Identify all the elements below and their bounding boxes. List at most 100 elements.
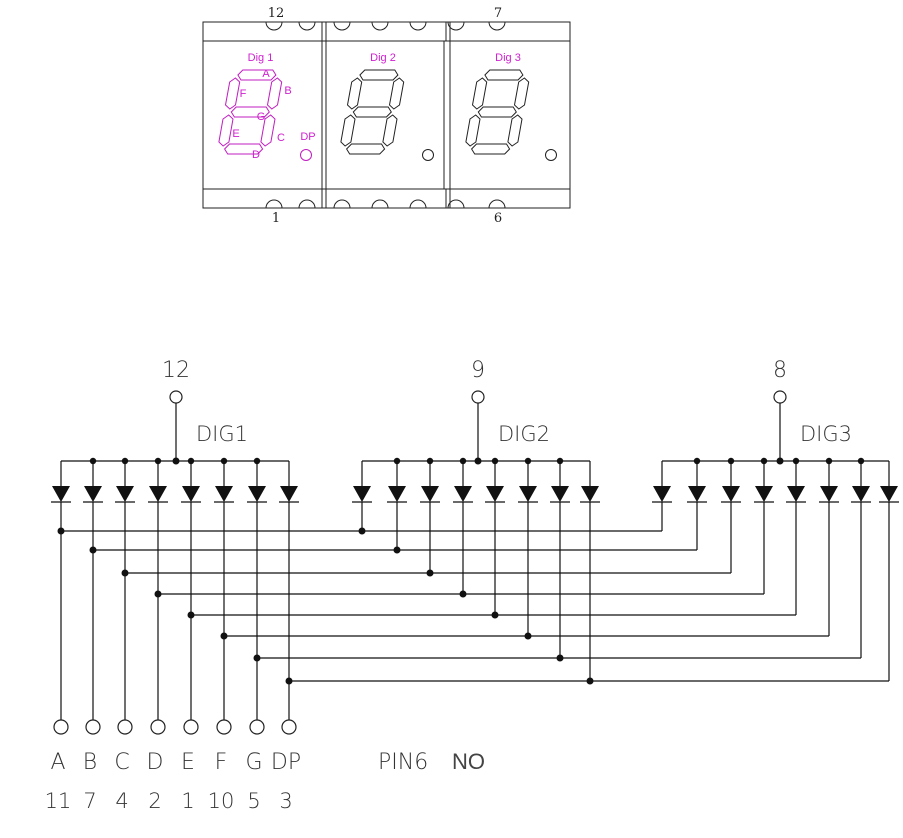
segment-label-e: E xyxy=(232,128,239,140)
junction-dot xyxy=(459,590,467,598)
common-pin-number: 12 xyxy=(162,358,190,383)
junction-dot xyxy=(121,569,129,577)
segment-a xyxy=(359,69,399,81)
segment-a xyxy=(484,69,524,81)
pin-notch xyxy=(333,199,351,209)
segment-pin-terminal xyxy=(53,719,69,735)
junction-dot xyxy=(172,457,180,465)
segment-label-a: A xyxy=(262,68,270,80)
segment-pin-number: 1 xyxy=(181,789,194,813)
junction-dot xyxy=(253,654,261,662)
led-diode xyxy=(454,486,472,502)
led-diode xyxy=(787,486,805,502)
pin-notch xyxy=(447,21,465,31)
segment-d xyxy=(223,143,264,155)
junction-dot xyxy=(524,632,532,640)
pin-label: 12 xyxy=(268,6,285,21)
digit-label: Dig 3 xyxy=(495,52,521,64)
led-diode xyxy=(688,486,706,502)
junction-dot xyxy=(220,632,228,640)
led-diode xyxy=(421,486,439,502)
segment-e xyxy=(218,114,234,147)
pin-notch xyxy=(265,199,283,209)
segment-label: D xyxy=(147,750,164,775)
segment-c xyxy=(260,114,276,147)
common-pin-terminal xyxy=(773,390,787,404)
pin-notch xyxy=(298,199,316,209)
junction-dot xyxy=(776,457,784,465)
segment-label: G xyxy=(245,750,262,775)
junction-dot xyxy=(89,546,97,554)
junction-dot xyxy=(556,654,564,662)
segment-label-g: G xyxy=(257,111,266,123)
pin-label: 7 xyxy=(494,6,502,21)
digit-common-label: DIG2 xyxy=(498,422,550,446)
segment-label: B xyxy=(83,750,97,775)
junction-dot xyxy=(474,457,482,465)
junction-dot xyxy=(426,569,434,577)
led-diode xyxy=(653,486,671,502)
led-diode xyxy=(519,486,537,502)
pin-notch xyxy=(447,199,465,209)
segment-d xyxy=(345,143,386,155)
segment-pin-terminal xyxy=(117,719,133,735)
digit-window xyxy=(325,40,445,190)
pin-note-prefix: PIN6 xyxy=(378,750,428,775)
pin-note-suffix: NO xyxy=(452,749,485,774)
segment-pin-terminal xyxy=(249,719,265,735)
segment-label: F xyxy=(215,750,228,775)
pin-notch xyxy=(409,199,427,209)
segment-pin-number: 10 xyxy=(208,789,235,813)
segment-pin-number: 4 xyxy=(115,789,128,813)
segment-c xyxy=(507,114,523,147)
pin-notch xyxy=(488,21,506,31)
pin-notch xyxy=(333,21,351,31)
pin-notch xyxy=(371,199,389,209)
led-diode xyxy=(182,486,200,502)
segment-pin-number: 3 xyxy=(279,789,292,813)
segment-pin-terminal xyxy=(281,719,297,735)
led-diode xyxy=(551,486,569,502)
common-pin-terminal xyxy=(471,390,485,404)
segment-pin-terminal xyxy=(85,719,101,735)
segment-pin-number: 2 xyxy=(148,789,161,813)
digit-label: Dig 2 xyxy=(370,52,396,64)
segment-a xyxy=(237,69,277,81)
led-diode xyxy=(722,486,740,502)
segment-label-b: B xyxy=(284,85,291,97)
common-pin-terminal xyxy=(169,390,183,404)
pin-notch xyxy=(298,21,316,31)
pin-notch xyxy=(409,21,427,31)
junction-dot xyxy=(57,527,65,535)
segment-e xyxy=(340,114,356,147)
led-diode xyxy=(880,486,898,502)
led-diode xyxy=(248,486,266,502)
segment-g xyxy=(477,106,517,118)
segment-f xyxy=(224,77,241,110)
led-diode xyxy=(486,486,504,502)
pin-notch xyxy=(371,21,389,31)
pin-label: 1 xyxy=(272,211,280,226)
junction-dot xyxy=(358,527,366,535)
common-pin-number: 8 xyxy=(773,358,787,383)
segment-e xyxy=(465,114,481,147)
pin-notch xyxy=(265,21,283,31)
segment-label-c: C xyxy=(277,132,285,144)
led-diode xyxy=(353,486,371,502)
led-diode xyxy=(820,486,838,502)
junction-dot xyxy=(491,611,499,619)
led-diode xyxy=(852,486,870,502)
junction-dot xyxy=(285,677,293,685)
junction-dot xyxy=(154,590,162,598)
digit-window xyxy=(449,40,571,190)
segment-b xyxy=(513,77,530,110)
pin-label: 6 xyxy=(494,211,502,226)
led-diode xyxy=(388,486,406,502)
led-diode xyxy=(280,486,298,502)
segment-label-f: F xyxy=(240,88,247,100)
segment-b xyxy=(266,77,283,110)
dp-label: DP xyxy=(300,131,315,143)
pin-notch xyxy=(488,199,506,209)
